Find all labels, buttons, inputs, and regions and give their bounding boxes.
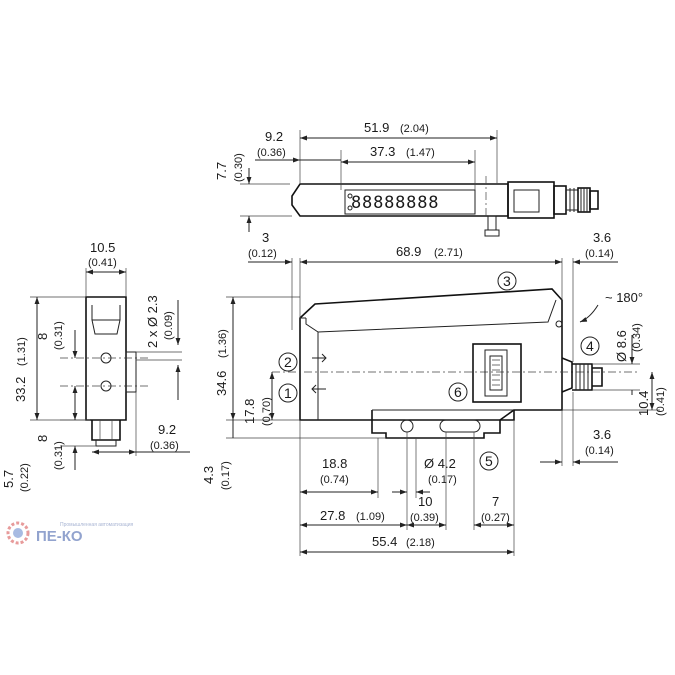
- top-display-dim: 37.3: [370, 144, 395, 159]
- top-display-dim-in: (1.47): [406, 147, 435, 159]
- front-view: 10.5 (0.41) 2 x Ø 2.3 (0.09) 33.2 (1.31)…: [1, 240, 190, 492]
- rotation-dim: ~ 180°: [605, 290, 643, 305]
- side-view: 3 (0.12) 68.9 (2.71) 3.6 (0.14) ~ 180° Ø…: [201, 230, 667, 556]
- front-holes-dim-in: (0.09): [163, 311, 175, 340]
- side-axis-dim: 17.8: [242, 399, 257, 424]
- front-hole-gap-dim-in: (0.31): [53, 321, 65, 350]
- connector-offset-dim: 3.6: [593, 427, 611, 442]
- callout-3: 3: [503, 273, 511, 289]
- side-right-dim-in: (0.14): [585, 248, 614, 260]
- top-offset-dim-in: (0.36): [257, 147, 286, 159]
- connector-offset-dim-in: (0.14): [585, 445, 614, 457]
- top-height-dim: 7.7: [214, 162, 229, 180]
- base-length-dim-in: (2.18): [406, 537, 435, 549]
- hole-dia-dim-in: (0.17): [428, 474, 457, 486]
- side-axis-dim-in: (0.70): [261, 397, 273, 426]
- side-left-dim-in: (0.12): [248, 248, 277, 260]
- display-window: [344, 189, 476, 215]
- side-height-dim: 34.6: [214, 371, 229, 396]
- front-hole-gap-dim: 8: [35, 333, 50, 340]
- base-length-dim: 55.4: [372, 534, 397, 549]
- front-holes-dim: 2 x Ø 2.3: [145, 295, 160, 348]
- watermark-tagline: Промышленная автоматизация: [60, 522, 134, 528]
- top-length-dim: 51.9: [364, 120, 389, 135]
- top-view-connector-block: [507, 181, 555, 219]
- side-foot-dim: 4.3: [201, 466, 216, 484]
- slot-width-dim-in: (0.39): [410, 512, 439, 524]
- side-length-dim: 68.9: [396, 244, 421, 259]
- side-height-dim-in: (1.36): [217, 329, 229, 358]
- hole-position-dim: 18.8: [322, 456, 347, 471]
- front-height-dim: 33.2: [13, 377, 28, 402]
- slot-end-dim-in: (0.27): [481, 512, 510, 524]
- top-view: 88888888 7.7 (0.30) 51.9 (2.04) 9.2 (0.3…: [214, 120, 599, 237]
- side-right-dim: 3.6: [593, 230, 611, 245]
- side-view-housing: [299, 288, 563, 421]
- slot-width-dim: 10: [418, 494, 432, 509]
- front-width-dim: 10.5: [90, 240, 115, 255]
- hole-dia-dim: Ø 4.2: [424, 456, 456, 471]
- callout-4: 4: [586, 338, 594, 354]
- front-height-dim-in: (1.31): [16, 337, 28, 366]
- mounting-foot: [371, 409, 515, 439]
- indicator-1: [311, 384, 326, 394]
- front-bottom-gap-dim-in: (0.31): [53, 441, 65, 470]
- watermark-brand: ПЕ-КО: [36, 528, 83, 545]
- side-left-dim: 3: [262, 230, 269, 245]
- hole-position-dim-in: (0.74): [320, 474, 349, 486]
- top-view-connector: [553, 185, 599, 215]
- connector-axis-dim: 10.4: [636, 391, 651, 416]
- callouts: 1 2 3 4 5 6: [278, 271, 600, 469]
- front-depth-dim: 9.2: [158, 422, 176, 437]
- callout-5: 5: [485, 453, 493, 469]
- front-foot-dim: 5.7: [1, 470, 16, 488]
- side-foot-dim-in: (0.17): [220, 461, 232, 490]
- front-depth-dim-in: (0.36): [150, 440, 179, 452]
- window-6: [472, 343, 522, 403]
- connector-dia-dim-in: (0.34): [631, 323, 643, 352]
- slot-end-dim: 7: [492, 494, 499, 509]
- connector-dia-dim: Ø 8.6: [614, 330, 629, 362]
- slot-position-dim: 27.8: [320, 508, 345, 523]
- gear-logo-icon: [6, 521, 30, 545]
- side-connector: [561, 357, 603, 393]
- front-view-body: [85, 296, 127, 421]
- top-length-dim-in: (2.04): [400, 123, 429, 135]
- side-length-dim-in: (2.71): [434, 247, 463, 259]
- connector-axis-dim-in: (0.41): [655, 387, 667, 416]
- slot-position-dim-in: (1.09): [356, 511, 385, 523]
- front-foot-dim-in: (0.22): [19, 463, 31, 492]
- watermark: ПЕ-КО Промышленная автоматизация: [6, 521, 134, 545]
- callout-1: 1: [284, 385, 292, 401]
- front-width-dim-in: (0.41): [88, 257, 117, 269]
- front-bottom-gap-dim: 8: [35, 435, 50, 442]
- top-offset-dim: 9.2: [265, 129, 283, 144]
- callout-6: 6: [454, 384, 462, 400]
- indicator-2: [312, 353, 327, 363]
- display-digits: 88888888: [351, 193, 439, 213]
- callout-2: 2: [284, 354, 292, 370]
- top-height-dim-in: (0.30): [233, 153, 245, 182]
